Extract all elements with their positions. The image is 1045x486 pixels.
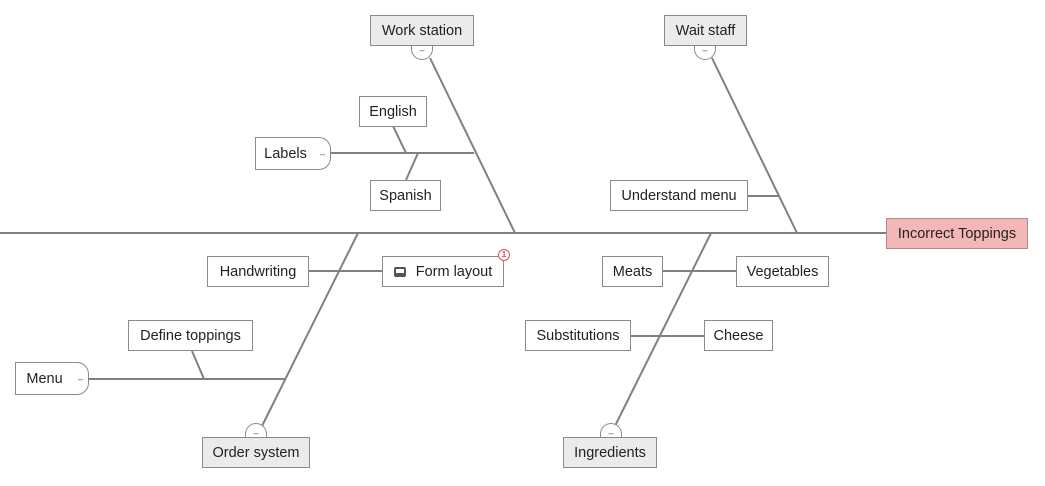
cause-english[interactable]: English: [359, 96, 427, 127]
category-order-system-label: Order system: [212, 444, 300, 461]
category-ingredients-label: Ingredients: [574, 444, 646, 461]
collapse-toggle-ingredients[interactable]: –: [600, 423, 622, 438]
cause-english-label: English: [369, 103, 417, 120]
cause-define-toppings[interactable]: Define toppings: [128, 320, 253, 351]
cause-understand-menu[interactable]: Understand menu: [610, 180, 748, 211]
cause-vegetables[interactable]: Vegetables: [736, 256, 829, 287]
bone-wait-staff: [711, 57, 798, 234]
cause-labels-label: Labels: [264, 145, 307, 162]
collapse-symbol: –: [319, 148, 325, 159]
cause-spanish-label: Spanish: [379, 187, 432, 204]
collapse-toggle-menu[interactable]: –: [73, 362, 89, 395]
cause-handwriting-label: Handwriting: [219, 263, 297, 280]
cause-cheese[interactable]: Cheese: [704, 320, 773, 351]
category-order-system[interactable]: Order system: [202, 437, 310, 468]
bone-order-system: [261, 232, 359, 427]
cause-cheese-label: Cheese: [713, 327, 764, 344]
branch-english: [392, 125, 407, 154]
note-icon[interactable]: [393, 266, 406, 277]
cause-form-layout-label: Form layout: [415, 263, 493, 280]
collapse-symbol: –: [253, 428, 259, 438]
cause-meats-label: Meats: [612, 263, 653, 280]
collapse-symbol: –: [608, 428, 614, 438]
problem-head-label: Incorrect Toppings: [897, 225, 1017, 242]
category-wait-staff-label: Wait staff: [675, 22, 736, 39]
badge-count: 1: [501, 250, 507, 259]
cause-menu[interactable]: Menu: [15, 362, 73, 395]
cause-define-toppings-label: Define toppings: [140, 327, 241, 344]
collapse-toggle-order-system[interactable]: –: [245, 423, 267, 438]
category-work-station[interactable]: Work station: [370, 15, 474, 46]
cause-spanish[interactable]: Spanish: [370, 180, 441, 211]
bone-work-station: [429, 57, 516, 234]
cause-substitutions-label: Substitutions: [536, 327, 620, 344]
cause-meats[interactable]: Meats: [602, 256, 663, 287]
branch-spanish: [405, 152, 419, 181]
category-ingredients[interactable]: Ingredients: [563, 437, 657, 468]
bone-ingredients: [614, 232, 712, 427]
problem-head[interactable]: Incorrect Toppings: [886, 218, 1028, 249]
collapse-symbol: –: [702, 45, 708, 55]
collapse-symbol: –: [419, 45, 425, 55]
notification-badge[interactable]: 1: [498, 249, 510, 261]
category-wait-staff[interactable]: Wait staff: [664, 15, 747, 46]
collapse-symbol: –: [77, 373, 83, 384]
cause-form-layout[interactable]: Form layout: [382, 256, 504, 287]
collapse-toggle-labels[interactable]: –: [315, 137, 331, 170]
branch-define-toppings: [191, 350, 205, 380]
cause-understand-menu-label: Understand menu: [621, 187, 737, 204]
category-work-station-label: Work station: [381, 22, 463, 39]
cause-vegetables-label: Vegetables: [746, 263, 819, 280]
cause-substitutions[interactable]: Substitutions: [525, 320, 631, 351]
cause-menu-label: Menu: [26, 370, 63, 387]
cause-handwriting[interactable]: Handwriting: [207, 256, 309, 287]
cause-labels[interactable]: Labels: [255, 137, 315, 170]
